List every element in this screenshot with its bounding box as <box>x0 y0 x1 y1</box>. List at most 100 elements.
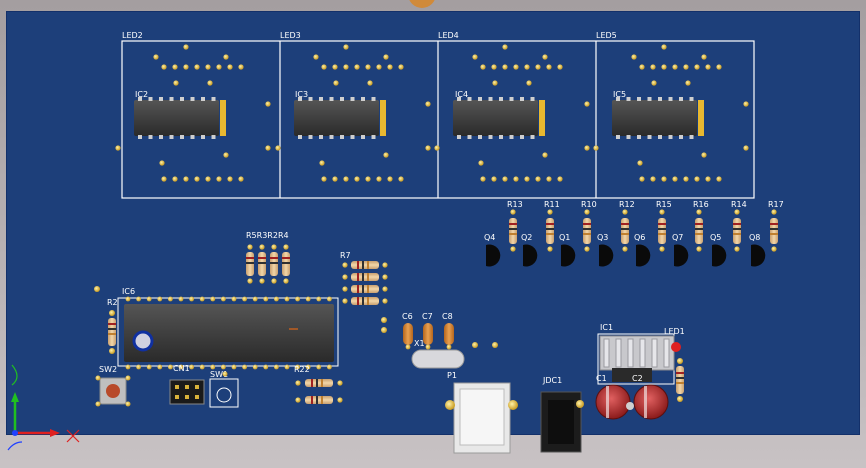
pad <box>259 244 265 250</box>
led5-label: LED5 <box>596 31 617 40</box>
capacitor-body <box>444 323 454 345</box>
transistor-body <box>523 244 538 267</box>
transistor-body <box>486 244 501 267</box>
pad <box>205 176 211 182</box>
chip-pin <box>350 135 355 139</box>
pad <box>242 296 248 302</box>
transistor-label: Q7 <box>672 233 683 242</box>
pad <box>365 64 371 70</box>
pad <box>492 80 498 86</box>
pad <box>199 296 205 302</box>
pad <box>146 296 152 302</box>
pad <box>382 262 388 268</box>
pad <box>136 364 142 370</box>
pad <box>513 64 519 70</box>
pad <box>734 246 740 252</box>
chip-pin <box>169 97 174 101</box>
led1-label: LED1 <box>664 327 685 336</box>
chip-pin <box>201 135 205 139</box>
chip-pin <box>319 135 323 139</box>
heatsink-fin <box>663 338 670 368</box>
pad <box>168 296 173 302</box>
pad <box>659 246 665 252</box>
r2-label: R2 <box>107 298 118 307</box>
pad <box>227 64 233 70</box>
transistor-body <box>712 244 727 267</box>
resistor-band <box>695 233 703 235</box>
pad <box>342 286 348 292</box>
chip-pin <box>148 135 153 139</box>
pad <box>173 80 179 86</box>
pad <box>685 80 691 86</box>
chip-pin <box>467 135 472 139</box>
pad <box>542 152 548 158</box>
transistor-label: Q4 <box>484 233 495 242</box>
chip-pin <box>308 97 313 101</box>
resistor-array-label: R5R3R2R4 <box>246 231 289 240</box>
pad <box>274 364 279 370</box>
chip-pin <box>138 97 142 101</box>
resistor-body <box>621 218 629 244</box>
axis-gizmo[interactable] <box>7 364 80 451</box>
chip-pin <box>488 97 493 101</box>
pad <box>238 176 244 182</box>
pad <box>716 176 722 182</box>
chip-pin <box>520 97 524 101</box>
capacitor-body <box>403 323 413 345</box>
pad <box>115 145 121 151</box>
chip-pin <box>637 135 641 139</box>
resistor-band <box>321 379 323 387</box>
resistor-band <box>311 379 313 387</box>
pad <box>205 64 211 70</box>
transistor-body <box>599 244 614 267</box>
pad <box>252 364 258 370</box>
switch-sw2: SW2 <box>95 365 131 407</box>
capacitor-body <box>423 323 433 345</box>
resistor-band <box>357 297 359 305</box>
pad <box>387 64 393 70</box>
y-axis-arrow <box>11 392 19 402</box>
chip-pin <box>637 97 641 101</box>
resistor-band <box>546 233 554 235</box>
pad <box>734 209 740 215</box>
chip-pin <box>520 135 524 139</box>
dip-chip <box>294 100 379 136</box>
x-axis-arrow <box>50 429 60 437</box>
chip-pin <box>689 97 694 101</box>
resistor-band <box>733 228 741 230</box>
pad <box>252 296 258 302</box>
pad <box>491 176 497 182</box>
pad <box>333 80 339 86</box>
resistor-band <box>367 297 369 305</box>
pad <box>701 54 707 60</box>
chip-pin <box>298 97 302 101</box>
resistor-band <box>621 228 629 230</box>
pad <box>178 364 184 370</box>
usb-p1: P1 <box>445 371 518 454</box>
chip-pin <box>180 97 184 101</box>
pad <box>263 296 269 302</box>
resistor-label: R14 <box>731 200 747 209</box>
origin-marker <box>409 0 435 8</box>
chip-pin <box>626 97 631 101</box>
pad <box>316 364 322 370</box>
pad <box>542 54 548 60</box>
chip-pin <box>159 97 163 101</box>
pad <box>172 176 178 182</box>
transistor-body <box>561 244 576 267</box>
pad <box>194 64 200 70</box>
resistor-band <box>357 273 359 281</box>
pad <box>651 80 657 86</box>
chip-pin <box>467 97 472 101</box>
c8-label: C8 <box>442 312 453 321</box>
pad <box>321 176 327 182</box>
pad <box>584 246 590 252</box>
pad <box>159 160 165 166</box>
pad <box>125 296 131 302</box>
heatsink-fin <box>651 338 658 368</box>
pad <box>661 176 667 182</box>
chip-pin <box>371 97 376 101</box>
header-pin <box>185 385 189 389</box>
chip-pin <box>190 97 195 101</box>
